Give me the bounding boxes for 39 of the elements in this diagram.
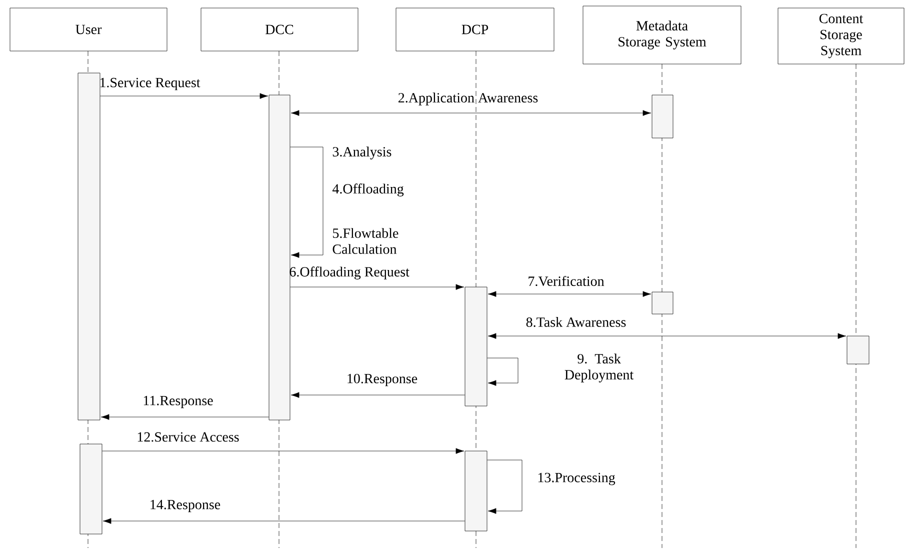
activation-bar [80,444,102,534]
edge-label: 14.Response [150,500,220,512]
participant-box: Content Storage System [778,8,904,64]
arrow [290,110,652,116]
activation-bar [268,94,290,420]
arrow [488,291,652,297]
arrow [290,284,464,290]
activation-bar [846,336,870,364]
activation-bar [464,450,488,532]
arrow [290,146,324,258]
edge-label: 2.Application Awareness [398,92,538,106]
arrow [487,358,518,386]
step-label: 4.Offloading [332,184,404,196]
arrow [102,518,465,524]
edge-label: 10.Response [348,374,418,386]
edge-label: 11.Response [144,396,213,408]
edge-label: 7.Verification [528,276,604,286]
step-label: 3.Analysis [332,146,392,160]
step-label: 5.Flowtable Calculation [332,228,398,254]
arrow [102,448,464,454]
activation-bar [652,94,674,138]
participant-box: User [10,8,168,52]
edge-label: 12.Service Access [138,432,239,442]
participant-box: DCP [396,8,554,52]
edge-label: 6.Offloading Request [290,266,410,280]
arrow [100,414,269,420]
participant-box: Metadata Storage System [582,6,742,64]
arrow [488,333,846,339]
edge-label: 1.Service Request [100,78,200,90]
edge-label: 8.Task Awareness [526,317,626,327]
activation-bar [78,72,100,420]
participant-box: DCC [200,8,358,52]
arrow [487,460,522,514]
edge-label: 13.Processing [538,472,616,486]
activation-bar [652,292,674,314]
edge-label: 9. Task Deployment [564,354,634,382]
activation-bar [464,286,488,406]
arrow [100,93,268,99]
arrow [290,392,465,398]
